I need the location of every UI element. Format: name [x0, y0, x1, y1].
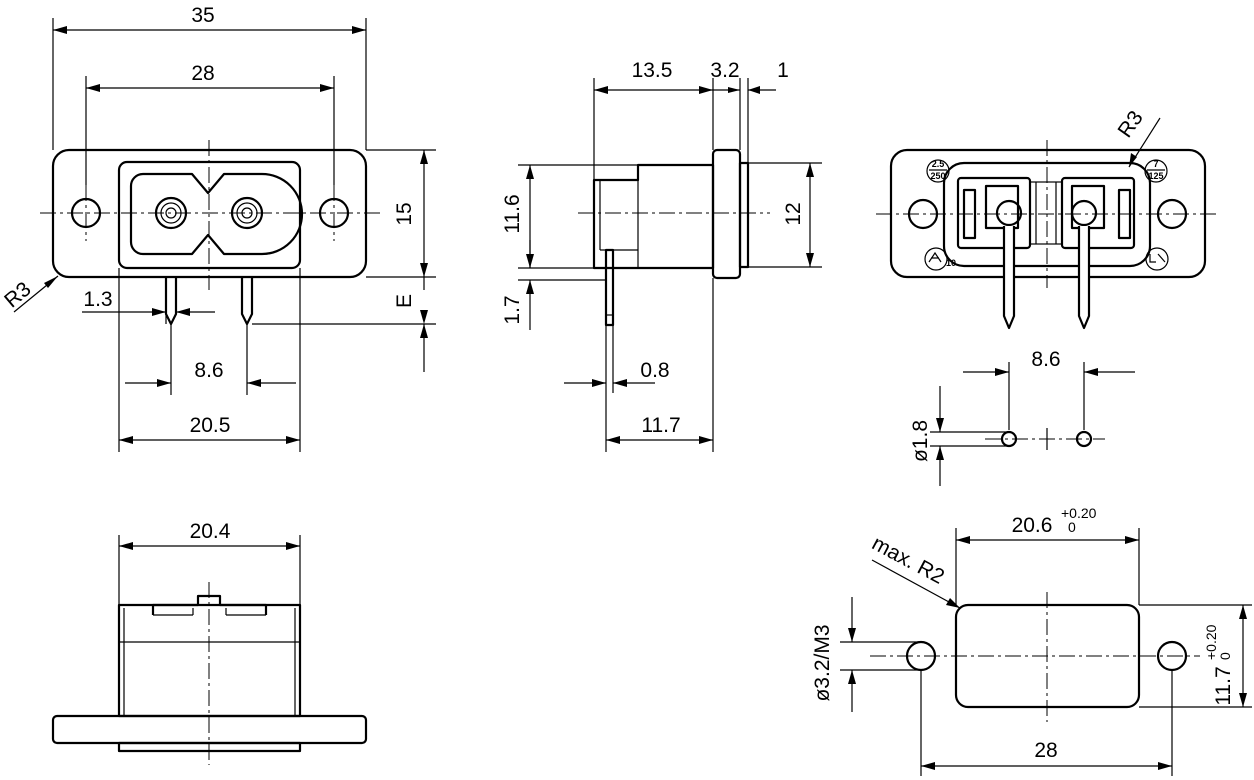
mark-tl-top: 2.5 [932, 159, 945, 169]
rear-pin-right [1077, 226, 1091, 330]
dim-side-flange-height: 12 [782, 202, 805, 225]
dim-cutout-hole: ø3.2/M3 [811, 624, 834, 701]
rear-view: 2.5 250 7 125 10 R3 [876, 107, 1218, 330]
front-pin-right [240, 277, 254, 326]
dim-cutout-height: 11.7 [1212, 666, 1235, 705]
side-view: 13.5 3.2 1 11.6 1.7 12 0.8 [501, 59, 822, 452]
dim-side-flange-thickness: 3.2 [710, 59, 739, 82]
dim-front-corner-radius: R3 [0, 278, 35, 313]
dim-front-pin-pitch: 8.6 [194, 359, 223, 382]
approval-mark-tr [1144, 159, 1168, 183]
dim-front-height: 15 [393, 202, 416, 225]
bottom-view: 20.4 [51, 520, 368, 765]
dim-side-front-step: 1 [777, 59, 789, 82]
dim-front-hole-pitch: 28 [191, 62, 214, 85]
mark-tr-bottom: 125 [1148, 171, 1163, 181]
side-flange [711, 148, 742, 280]
dim-side-pin-thickness: 0.8 [640, 359, 669, 382]
dim-front-pin-length: E [393, 294, 416, 308]
dim-cutout-width-tol-lower: 0 [1068, 519, 1076, 535]
rear-contact-left [995, 199, 1023, 227]
dim-front-overall-width: 35 [191, 4, 214, 27]
mark-tr-top: 7 [1153, 159, 1158, 169]
side-body-rear [592, 163, 715, 270]
dim-side-body-depth: 13.5 [632, 59, 673, 82]
pcb-layout: 8.6 ø1.8 [909, 348, 1135, 486]
dim-cutout-width: 20.6 [1012, 514, 1053, 537]
dim-cutout-width-tol-upper: +0.20 [1061, 505, 1097, 521]
side-pin [604, 248, 615, 327]
dim-rear-corner-radius: R3 [1114, 107, 1148, 142]
dim-side-body-height: 11.6 [501, 194, 524, 233]
dim-pcb-pin-pitch: 8.6 [1031, 348, 1060, 371]
mark-tl-bottom: 250 [930, 171, 945, 181]
mark-bl: 10 [946, 258, 956, 268]
dim-bottom-width: 20.4 [190, 520, 231, 543]
approval-mark-br [1145, 247, 1169, 271]
dim-cutout-height-tol-lower: 0 [1217, 652, 1233, 660]
dim-side-pin-offset: 1.7 [501, 295, 524, 324]
side-front-face [738, 161, 750, 269]
dim-cutout-hole-pitch: 28 [1034, 739, 1057, 762]
front-socket-recess [129, 172, 304, 256]
dim-front-pin-width: 1.3 [83, 288, 112, 311]
front-pin-left [164, 277, 178, 326]
rear-pin-left [1002, 226, 1016, 330]
dim-cutout-height-tol-upper: +0.20 [1203, 624, 1219, 660]
dim-front-body-width: 20.5 [190, 414, 231, 437]
approval-mark-bl [924, 247, 948, 271]
approval-mark-tl [926, 159, 950, 183]
front-view: 35 28 15 E R3 1.3 [0, 4, 436, 452]
panel-cutout: 20.6 +0.20 0 11.7 +0.20 0 max. R2 ø3.2/M… [811, 505, 1252, 776]
dim-pcb-hole-diameter: ø1.8 [909, 420, 932, 462]
rear-contact-right [1070, 199, 1098, 227]
dim-side-pin-position: 11.7 [641, 414, 680, 437]
